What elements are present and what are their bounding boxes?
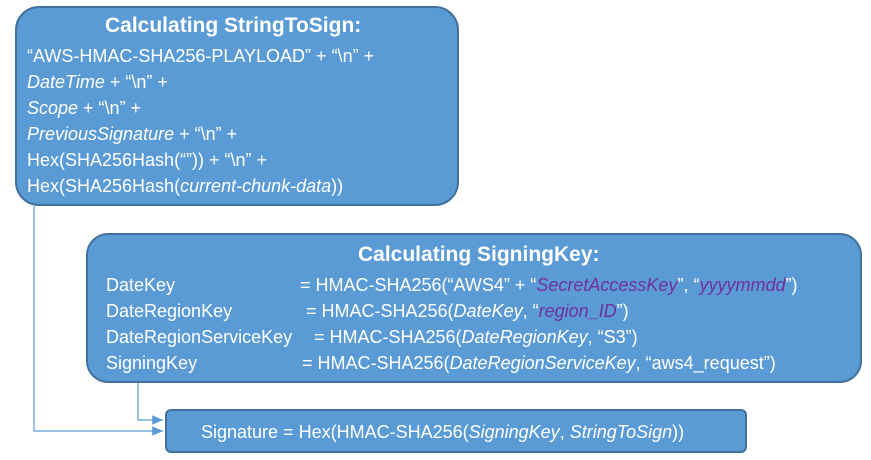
string-to-sign-title: Calculating StringToSign: xyxy=(105,14,362,37)
signature-formula: Signature = Hex(HMAC-SHA256(SigningKey, … xyxy=(201,422,684,442)
line-3-rest: + “\n” + xyxy=(78,98,142,118)
signature-box: Signature = Hex(HMAC-SHA256(SigningKey, … xyxy=(165,409,747,453)
datetime-var: DateTime xyxy=(27,72,105,92)
string-to-sign-line-3: Scope + “\n” + xyxy=(27,98,141,118)
signingkey-to-signature-connector xyxy=(137,383,163,425)
previous-signature-var: PreviousSignature xyxy=(27,124,175,144)
string-to-sign-line-6: Hex(SHA256Hash(current-chunk-data)) xyxy=(27,176,343,196)
string-to-sign-line-1: “AWS-HMAC-SHA256-PLAYLOAD” + “\n” + xyxy=(27,46,375,66)
dateregionservicekey-expr: = HMAC-SHA256(DateRegionKey, “S3”) xyxy=(314,327,638,347)
signingkey-expr: = HMAC-SHA256(DateRegionServiceKey, “aws… xyxy=(302,353,776,373)
dateregionservicekey-name: DateRegionServiceKey xyxy=(106,327,293,347)
signature-post: )) xyxy=(672,422,685,442)
datekey-expr: = HMAC-SHA256(“AWS4” + “SecretAccessKey”… xyxy=(300,275,797,295)
datekey-arg: DateKey xyxy=(453,301,523,321)
datekey-expr-mid: ”, “ xyxy=(677,275,700,295)
signingkey-expr-post: , “aws4_request”) xyxy=(635,353,776,373)
signature-pre: Signature = Hex(HMAC-SHA256( xyxy=(201,422,469,442)
current-chunk-data-var: current-chunk-data xyxy=(180,176,332,196)
string-to-signature-connector xyxy=(33,206,163,436)
secret-access-key-var: SecretAccessKey xyxy=(536,275,678,295)
stringtosign-arg: StringToSign xyxy=(569,422,673,442)
signingkey-expr-pre: = HMAC-SHA256( xyxy=(302,353,450,373)
line-6-pre: Hex(SHA256Hash( xyxy=(27,176,181,196)
line-6-post: )) xyxy=(331,176,344,196)
dateregionkey-expr-pre: = HMAC-SHA256( xyxy=(306,301,454,321)
string-to-sign-line-4: PreviousSignature + “\n” + xyxy=(27,124,237,144)
string-to-sign-line-5: Hex(SHA256Hash(“”)) + “\n” + xyxy=(27,150,268,170)
dateregionkey-arg: DateRegionKey xyxy=(461,327,588,347)
signature-sep: , xyxy=(559,422,570,442)
line-4-rest: + “\n” + xyxy=(174,124,238,144)
datekey-expr-post: ”) xyxy=(785,275,798,295)
signing-key-title: Calculating SigningKey: xyxy=(358,243,600,266)
string-to-sign-box: Calculating StringToSign: “AWS-HMAC-SHA2… xyxy=(15,6,459,206)
dateregionkey-expr-post: ”) xyxy=(616,301,629,321)
dateregionkey-expr-mid: , “ xyxy=(522,301,539,321)
yyyymmdd-var: yyyymmdd xyxy=(699,275,786,295)
region-id-var: region_ID xyxy=(538,301,617,321)
dateregionkey-name: DateRegionKey xyxy=(106,301,233,321)
dateregionkey-expr: = HMAC-SHA256(DateKey, “region_ID”) xyxy=(306,301,629,321)
dateregionservicekey-expr-post: , “S3”) xyxy=(587,327,638,347)
scope-var: Scope xyxy=(27,98,79,118)
string-to-sign-line-2: DateTime + “\n” + xyxy=(27,72,168,92)
line-2-rest: + “\n” + xyxy=(104,72,168,92)
dateregionservicekey-expr-pre: = HMAC-SHA256( xyxy=(314,327,462,347)
signingkey-arg: SigningKey xyxy=(468,422,560,442)
signingkey-name: SigningKey xyxy=(106,353,198,373)
datekey-name: DateKey xyxy=(106,275,176,295)
datekey-expr-pre: = HMAC-SHA256(“AWS4” + “ xyxy=(300,275,537,295)
signing-key-box: Calculating SigningKey: DateKey = HMAC-S… xyxy=(86,233,862,383)
dateregionservicekey-arg: DateRegionServiceKey xyxy=(449,353,636,373)
